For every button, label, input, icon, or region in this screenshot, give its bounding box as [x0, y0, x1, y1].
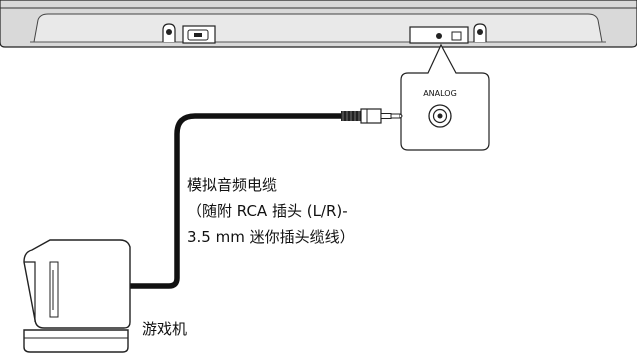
mount-hole-left [162, 23, 176, 42]
audio-cable [122, 113, 343, 289]
analog-jack-icon [428, 104, 452, 128]
analog-port-label: ANALOG [423, 89, 457, 98]
cable-caption: 模拟音频电缆 （随附 RCA 插头 (L/R)- 3.5 mm 迷你插头缆线） [187, 172, 355, 250]
mount-hole-right [473, 23, 487, 42]
power-terminal-recess [182, 25, 216, 44]
soundbar [0, 0, 637, 48]
cable-caption-line-1: 模拟音频电缆 [187, 176, 278, 194]
game-console-label: 游戏机 [142, 320, 188, 338]
input-panel-recess [409, 26, 469, 44]
analog-port-callout: ANALOG [400, 43, 490, 151]
mini-plug-icon [341, 108, 403, 124]
cable-caption-line-3: 3.5 mm 迷你插头缆线） [187, 228, 355, 246]
cable-caption-line-2: （随附 RCA 插头 (L/R)- [187, 202, 348, 220]
game-console-icon [23, 239, 131, 353]
